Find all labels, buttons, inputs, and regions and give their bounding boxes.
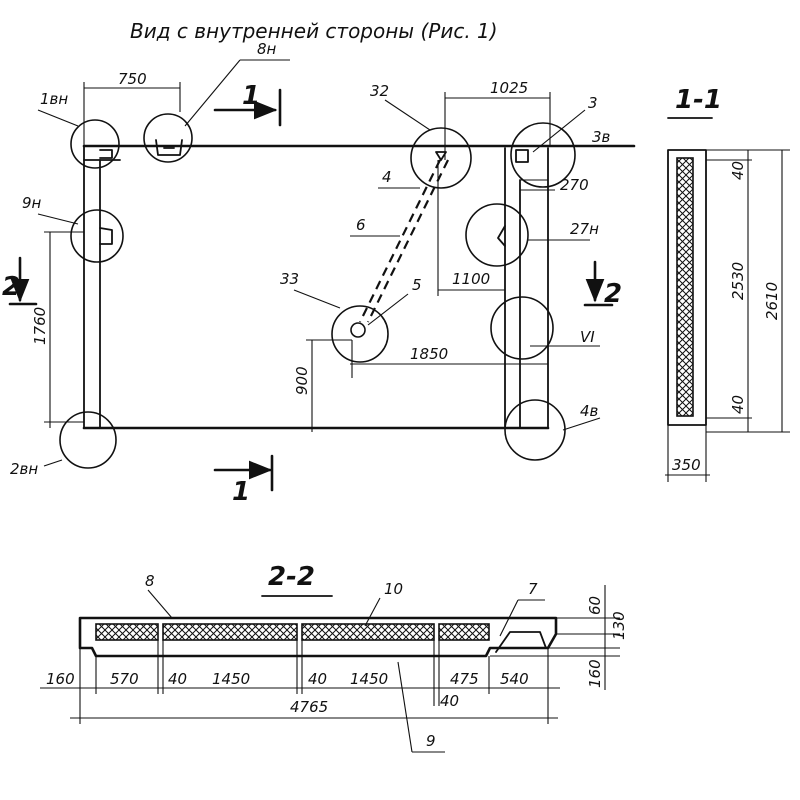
section-1-1-insulation xyxy=(676,157,694,417)
detail-circle-4v xyxy=(504,399,566,461)
callout-5: 5 xyxy=(412,276,422,294)
callout-9n: 9н xyxy=(22,194,42,212)
dim-350: 350 xyxy=(672,456,701,474)
detail-circle-2vn xyxy=(59,411,117,469)
dim-2530: 2530 xyxy=(729,262,747,300)
dim-1450-b: 1450 xyxy=(350,670,388,688)
dim-4765: 4765 xyxy=(290,698,328,716)
callout-8n: 8н xyxy=(257,40,277,58)
callout-27n: 27н xyxy=(570,220,599,238)
drawing-title: Вид с внутренней стороны (Рис. 1) xyxy=(130,19,498,43)
dim-900: 900 xyxy=(293,366,311,395)
dim-40-c: 40 xyxy=(440,692,459,710)
callout-2vn: 2вн xyxy=(10,460,38,478)
detail-circle-9n xyxy=(70,209,124,263)
dim-750: 750 xyxy=(118,70,147,88)
section-2-2-outline xyxy=(78,616,558,658)
dim-270: 270 xyxy=(560,176,589,194)
detail-circle-vi xyxy=(490,296,554,360)
callout-6: 6 xyxy=(356,216,366,234)
dim-160-vert: 160 xyxy=(586,659,604,688)
section-2-2: 2-2 8 10 7 9 160 570 40 1450 40 xyxy=(40,562,628,753)
diagonal-brace xyxy=(359,159,441,323)
callout-vi: VI xyxy=(580,328,595,346)
callout-3v: 3в xyxy=(592,128,611,146)
section-mark-2-left: 2 xyxy=(2,272,20,302)
callout-4: 4 xyxy=(382,168,392,186)
dim-540: 540 xyxy=(500,670,529,688)
section-1-1: 1-1 40 2530 2610 40 350 xyxy=(665,85,790,482)
dim-1760: 1760 xyxy=(31,307,49,345)
dim-1025: 1025 xyxy=(490,79,528,97)
dim-40-b: 40 xyxy=(308,670,327,688)
section-mark-2-right: 2 xyxy=(604,279,622,309)
callout-9: 9 xyxy=(426,732,436,750)
detail-circle-8n xyxy=(143,113,193,163)
callout-10: 10 xyxy=(384,580,403,598)
dim-570: 570 xyxy=(110,670,139,688)
section-mark-1-top: 1 xyxy=(242,81,260,111)
dim-1850: 1850 xyxy=(410,345,448,363)
dim-40-top: 40 xyxy=(729,161,747,180)
callout-3: 3 xyxy=(588,94,598,112)
detail-circle-27n xyxy=(465,203,529,267)
callout-7: 7 xyxy=(528,580,538,598)
dim-40-a: 40 xyxy=(168,670,187,688)
dim-160-left: 160 xyxy=(46,670,75,688)
plan-view: 750 1025 270 1100 1850 900 1760 1вн 8н xyxy=(2,40,636,507)
dim-1100: 1100 xyxy=(452,270,490,288)
dim-130: 130 xyxy=(610,611,628,640)
section-mark-1-bottom: 1 xyxy=(232,477,250,507)
callout-8: 8 xyxy=(145,572,155,590)
detail-circle-1vn xyxy=(70,119,120,169)
section-2-2-label: 2-2 xyxy=(268,562,315,592)
detail-circle-33 xyxy=(331,305,389,363)
dim-2610: 2610 xyxy=(763,282,781,320)
section-1-1-outline xyxy=(667,149,707,426)
section-1-1-label: 1-1 xyxy=(675,85,722,115)
detail-circle-3v xyxy=(510,122,576,188)
callout-1vn: 1вн xyxy=(40,90,68,108)
dim-1450-a: 1450 xyxy=(212,670,250,688)
callout-4v: 4в xyxy=(580,402,599,420)
dim-475: 475 xyxy=(450,670,479,688)
callout-33: 33 xyxy=(280,270,299,288)
detail-circle-32 xyxy=(410,127,472,189)
dim-40-bottom: 40 xyxy=(729,395,747,414)
dim-60: 60 xyxy=(586,596,604,615)
callout-32: 32 xyxy=(370,82,389,100)
